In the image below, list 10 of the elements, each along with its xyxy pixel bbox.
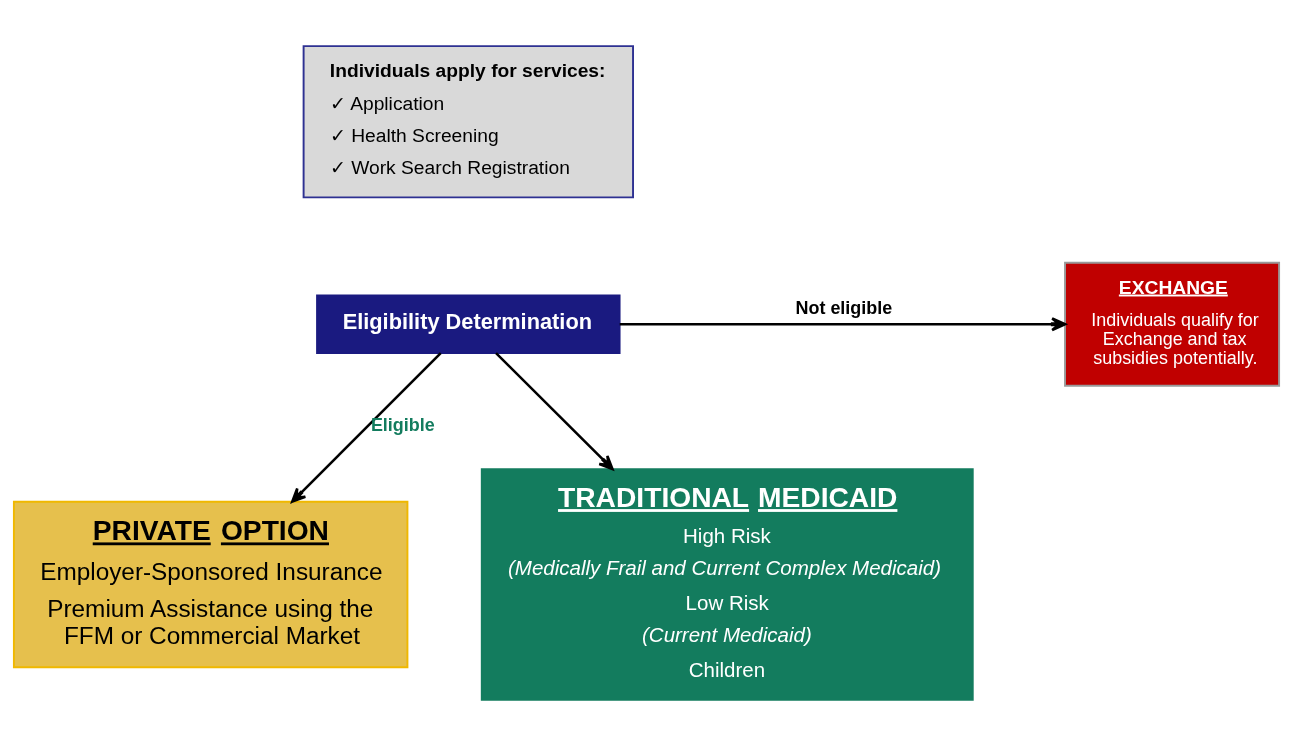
node-box: Individuals apply for services: ✓ Application ✓ Health Screening ✓ Work Search Registration [302,45,634,199]
node-box: TRADITIONAL MEDICAID High Risk (Medically Frail and Current Complex Medicaid) Low Risk (Current Medicaid) Children [480,468,974,701]
arrow [290,352,442,503]
node-box: Eligibility Determination [316,294,621,355]
node-box: PRIVATE OPTION Employer-Sponsored Insurance Premium Assistance using the FFM or Commercial Market [12,500,409,669]
edge-label: Eligible [370,414,435,435]
arrow [495,352,614,471]
node-box: EXCHANGE Individuals qualify for Exchange and tax subsidies potentially. [1064,261,1281,387]
edge-label: Not eligible [795,298,893,319]
arrow [619,317,1067,332]
